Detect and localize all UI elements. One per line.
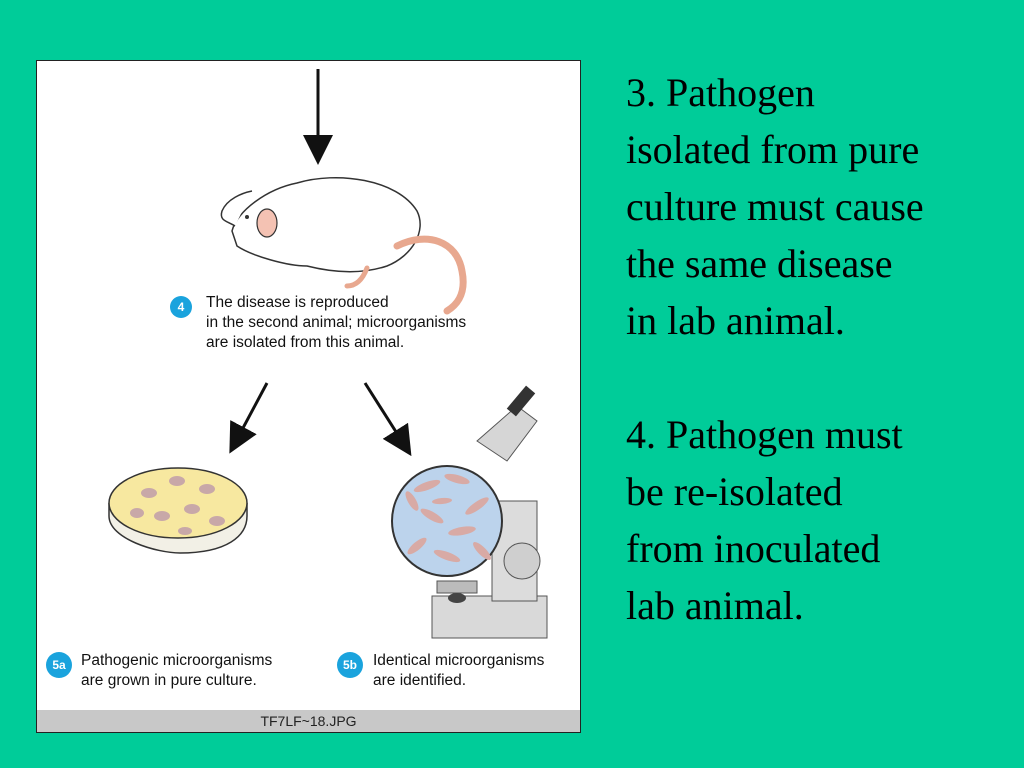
lab-mouse-illustration (220, 177, 467, 315)
postulate-3-line-1: 3. Pathogen (626, 70, 815, 115)
step-4-line-3: are isolated from this animal. (206, 334, 405, 351)
arrow-to-culture (229, 382, 269, 454)
step-5a-caption: Pathogenic microorganisms are grown in p… (81, 651, 272, 691)
figure-illustration (108, 69, 548, 639)
slide-text: 3. Pathogen isolated from pure culture m… (626, 64, 1016, 634)
step-5a-line-1: Pathogenic microorganisms (81, 652, 273, 669)
postulate-3-line-2: isolated from pure (626, 127, 920, 172)
postulate-3-line-4: the same disease (626, 241, 893, 286)
step-4-caption: The disease is reproduced in the second … (206, 293, 466, 353)
postulate-4-text: 4. Pathogen must be re-isolated from ino… (626, 406, 1016, 634)
postulate-3-text: 3. Pathogen isolated from pure culture m… (626, 64, 1016, 349)
postulate-3-line-5: in lab animal. (626, 298, 845, 343)
postulate-4-line-2: be re-isolated (626, 469, 843, 514)
postulate-4-line-3: from inoculated (626, 526, 881, 571)
arrow-to-microscope (363, 382, 412, 457)
postulate-4-line-4: lab animal. (626, 583, 804, 628)
koch-postulates-figure: 4 The disease is reproduced in the secon… (36, 60, 581, 733)
step-5a-line-2: are grown in pure culture. (81, 672, 257, 689)
postulate-3-line-3: culture must cause (626, 184, 924, 229)
step-4-line-2: in the second animal; microorganisms (206, 314, 467, 331)
step-5b-caption: Identical microorganisms are identified. (373, 651, 544, 691)
microscope-illustration (431, 385, 548, 639)
step-5b-line-2: are identified. (373, 672, 467, 689)
petri-dish-illustration (108, 467, 248, 554)
step-5b-badge: 5b (337, 652, 363, 678)
magnified-microorganisms-view (391, 465, 503, 577)
step-5b-line-1: Identical microorganisms (373, 652, 545, 669)
step-5a-badge: 5a (46, 652, 72, 678)
step-4-badge: 4 (170, 296, 192, 318)
step-4-line-1: The disease is reproduced (206, 294, 389, 311)
figure-filename-bar: TF7LF~18.JPG (37, 710, 580, 732)
postulate-4-line-1: 4. Pathogen must (626, 412, 903, 457)
